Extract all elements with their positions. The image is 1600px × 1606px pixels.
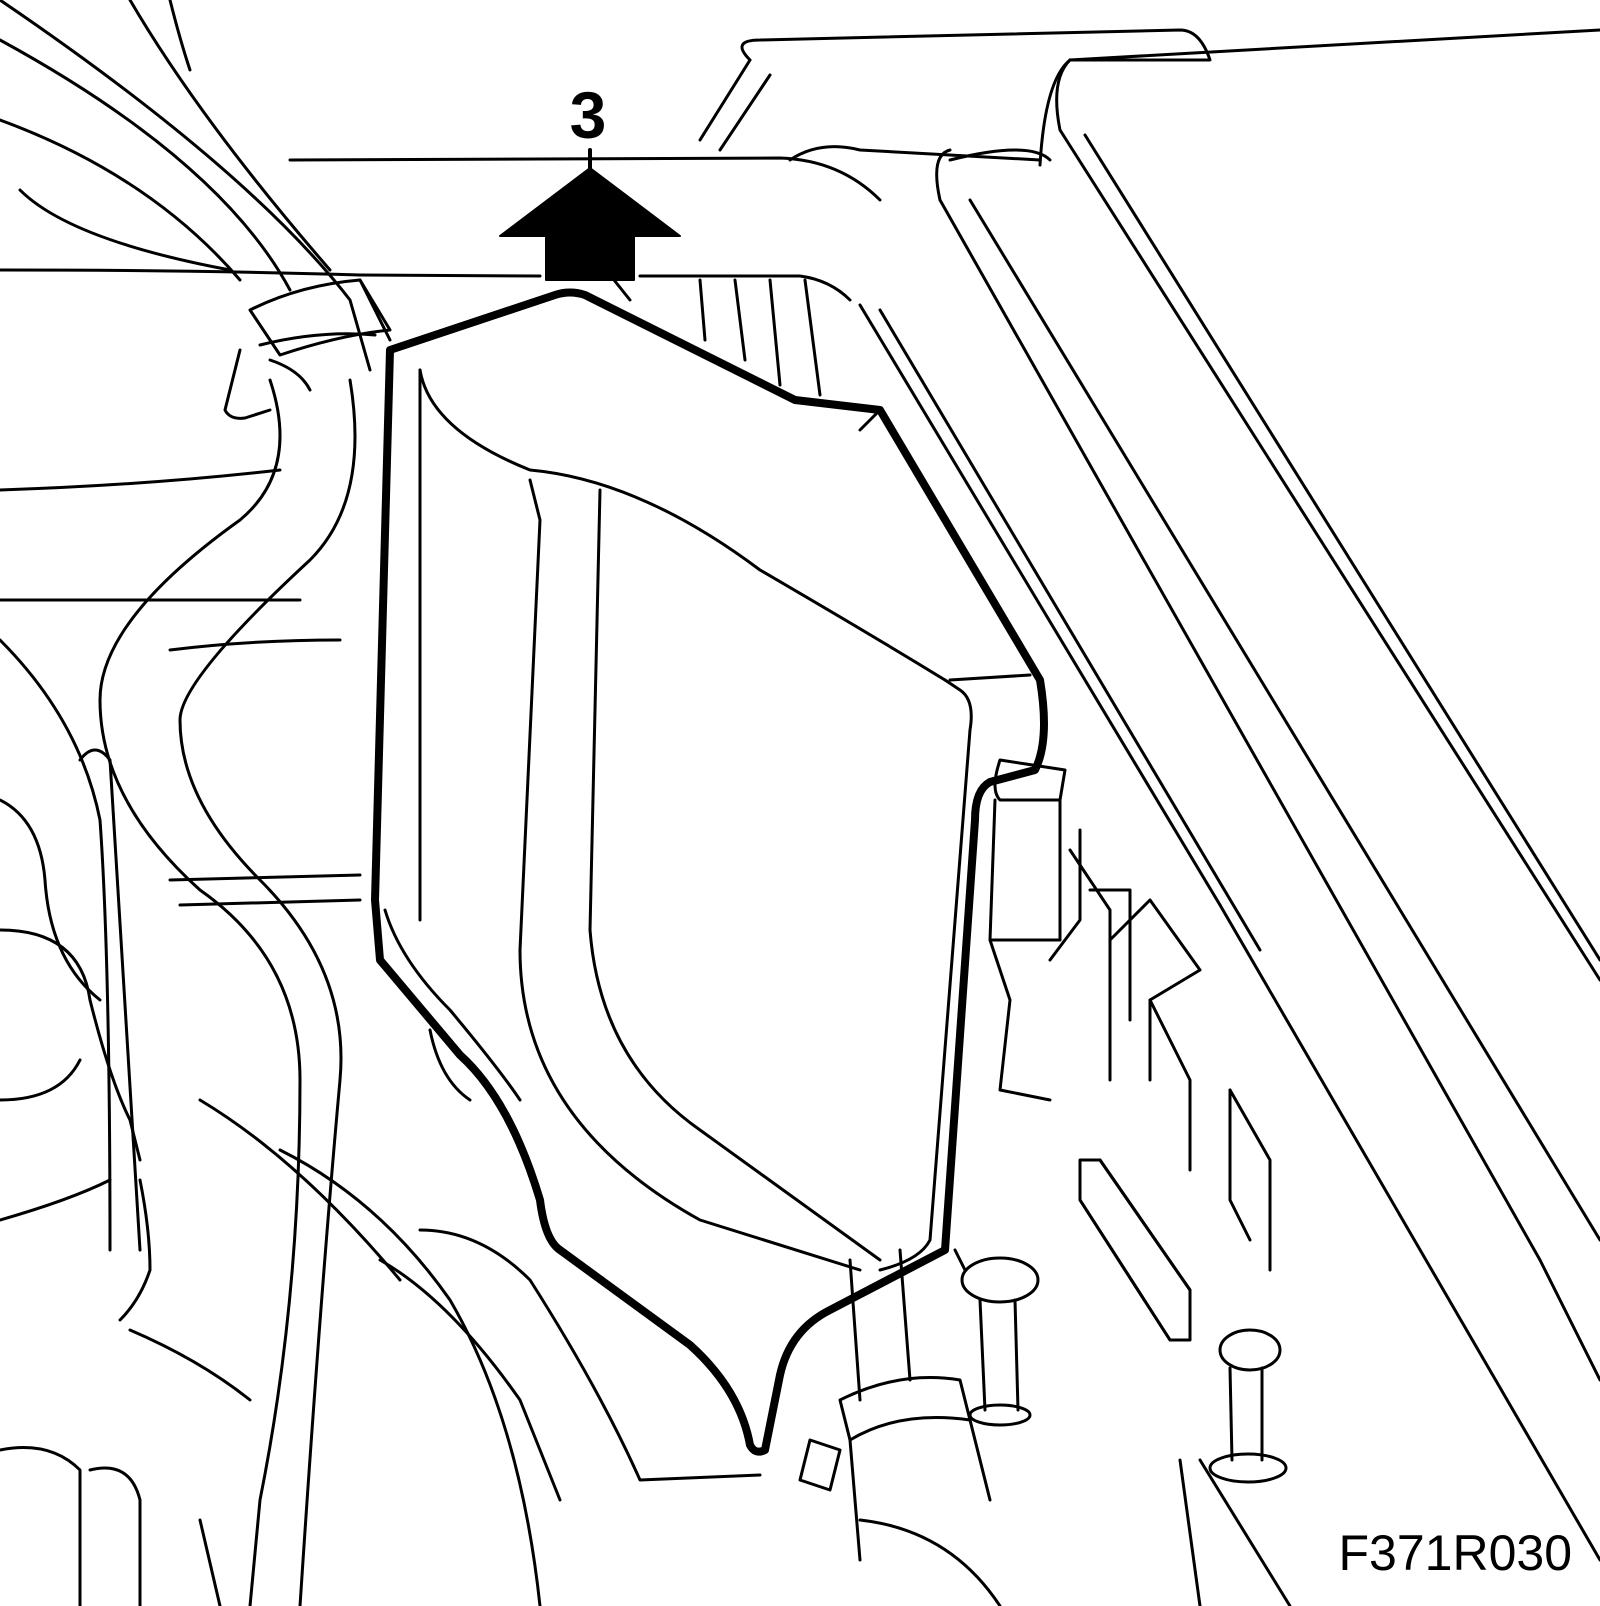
direction-arrow-up [499,148,681,281]
bottom-housing [198,1028,762,1606]
push-pin-right [1208,1328,1288,1484]
left-components [0,638,362,1606]
frame-lines [0,118,882,602]
cover-panel [371,273,1048,1456]
panel-ribs [698,278,822,397]
right-brackets [988,758,1292,1606]
step-number-label: 3 [569,78,607,152]
diagonal-rail [858,148,1600,1562]
hose-left [0,0,372,1606]
housing-right [698,28,1600,982]
push-pin-center [953,1248,1040,1427]
hose-clamp-top [223,278,392,420]
figure-code: F371R030 [1338,1525,1573,1581]
hose-clamp-bottom [798,1248,1002,1606]
cover-panel-outline [371,288,1048,1456]
